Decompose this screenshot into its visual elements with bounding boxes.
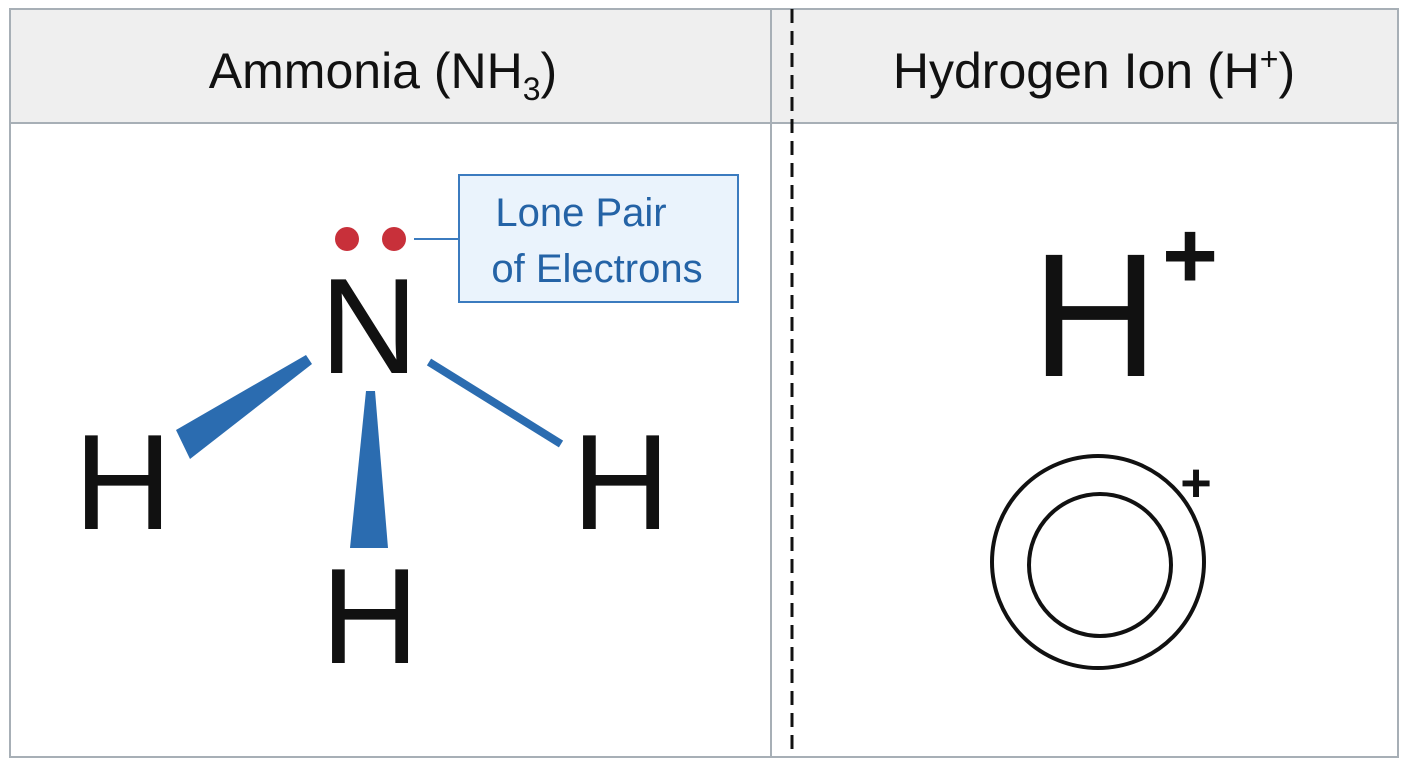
wedge-bond-bottom-icon (350, 391, 388, 548)
right-title-end: ) (1278, 43, 1295, 99)
left-panel-title: Ammonia (NH3) (209, 43, 557, 107)
electron-dot-left (335, 227, 359, 251)
right-title-superscript: + (1260, 41, 1279, 77)
right-title-main: Hydrogen Ion (H (893, 43, 1260, 99)
left-title-subscript: 3 (523, 71, 541, 107)
callout-line-2: of Electrons (491, 247, 702, 291)
hydrogen-left: H (74, 406, 172, 558)
ion-charge-label: + (1180, 453, 1212, 513)
outer-frame (9, 8, 1399, 758)
electron-dot-right (382, 227, 406, 251)
left-title-end: ) (541, 43, 558, 99)
hydrogen-right: H (572, 406, 670, 558)
single-bond-right (426, 358, 564, 448)
hydrogen-bottom: H (321, 540, 419, 692)
ion-outer-ring (990, 454, 1206, 670)
ion-inner-ring (1027, 492, 1173, 638)
wedge-bond-left-icon (176, 355, 312, 459)
right-panel-title: Hydrogen Ion (H+) (893, 41, 1295, 99)
hydrogen-ion-symbol-charge: + (1162, 202, 1218, 309)
left-title-main: Ammonia (NH (209, 43, 523, 99)
header-background (10, 9, 1398, 123)
callout-line-1: Lone Pair (495, 191, 666, 235)
lone-pair-callout-box (458, 174, 739, 303)
concentric-circles-ion-icon (990, 454, 1206, 670)
hydrogen-ion-symbol: H (1031, 218, 1158, 414)
two-electron-dots-icon (335, 227, 406, 251)
nitrogen-atom: N (320, 250, 418, 402)
